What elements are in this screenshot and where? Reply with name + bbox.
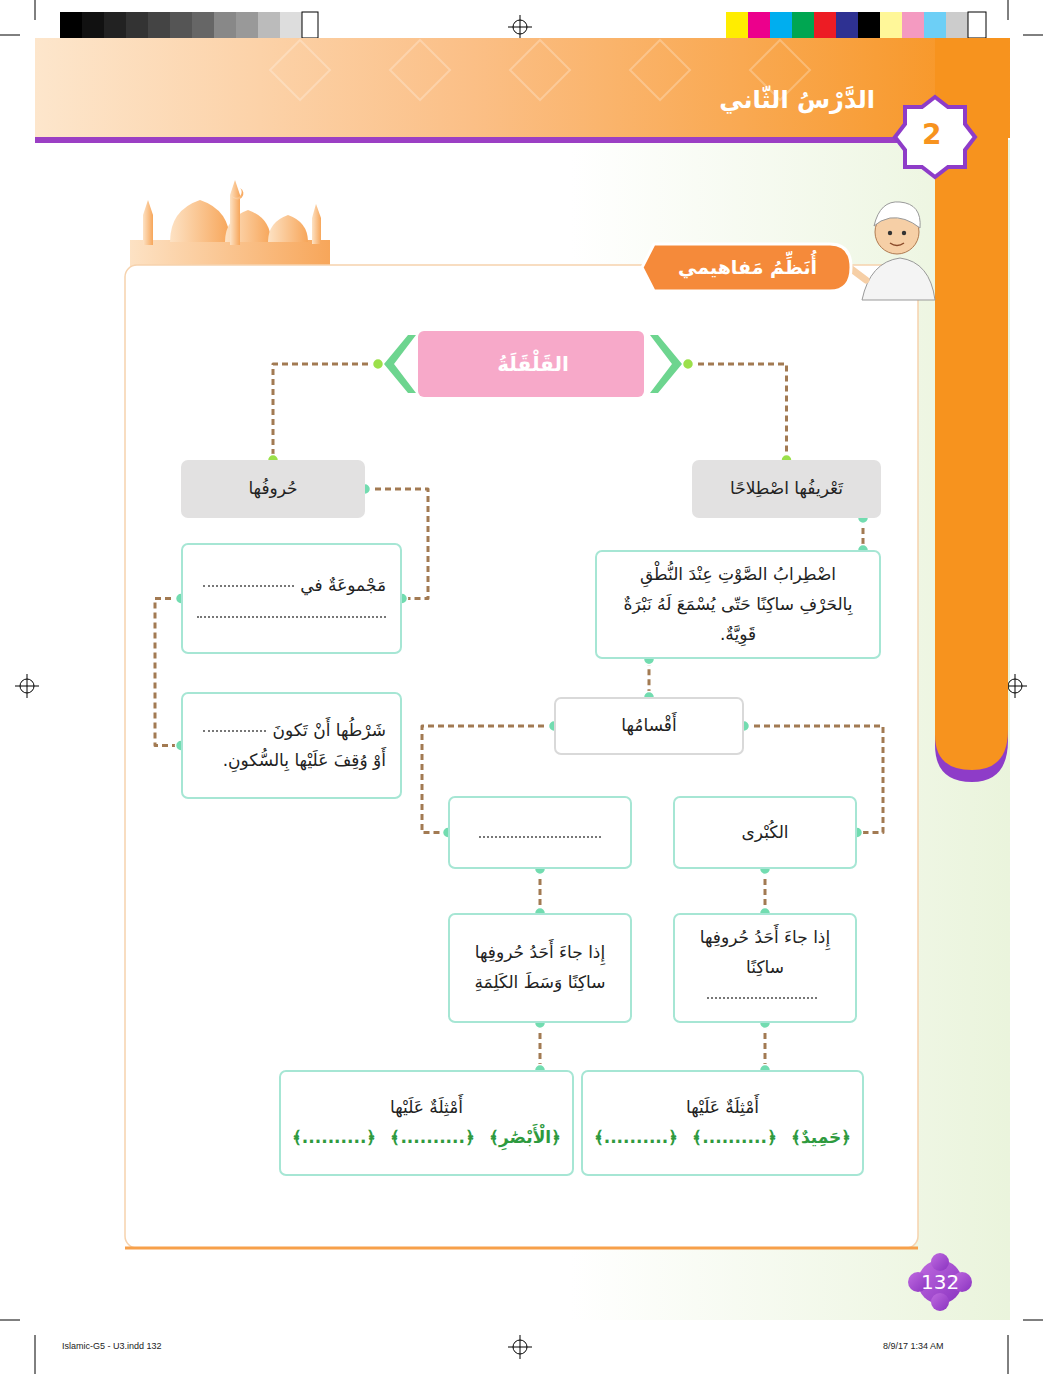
rule-box: إِذا جاءَ أَحَدُ حُروفِها ساكِنًا [673, 913, 857, 1023]
heading-box: أَقْسامُها [554, 697, 744, 755]
rule-box: إِذا جاءَ أَحَدُ حُروفِها ساكِنًا وَسَطَ… [448, 913, 632, 1023]
blank-line [197, 616, 386, 618]
connector [535, 1018, 546, 1076]
letters-box: مَجْموعَةٌ في [181, 543, 402, 654]
node-text: أَوْ وُقِفَ عَلَيْها بِالسُّكونِ. [223, 746, 386, 776]
connector [683, 359, 793, 466]
quran-word: ﴿الْأَبْصَٰرِ﴾ [489, 1123, 561, 1153]
topic-fill [418, 331, 644, 397]
connector [644, 654, 655, 703]
node-text: مَجْموعَةٌ في [300, 571, 386, 601]
node-text: إِذا جاءَ أَحَدُ حُروفِها ساكِنًا وَسَطَ… [464, 938, 616, 998]
fill-row: مَجْموعَةٌ في [197, 571, 386, 601]
quran-word: ﴿..........﴾ [292, 1123, 377, 1153]
connector [535, 864, 546, 919]
heading-box: حُروفُها [181, 460, 365, 518]
definition-box: اضْطِرابُ الصَّوْتِ عِنْدَ النُّطْقِ بِا… [595, 550, 881, 659]
connector-line [764, 1023, 767, 1070]
type-box: الكُبْرى [673, 796, 857, 869]
connector [760, 864, 771, 919]
heading-box: تَعْريفُها اصْطِلاحًا [692, 460, 881, 518]
connector-line [539, 869, 542, 913]
chevron-left [384, 335, 416, 393]
connector-line [688, 364, 787, 460]
node-text: أَقْسامُها [621, 711, 676, 741]
examples-box: أَمْثِلَةٌ عَلَيْها ﴿الْأَبْصَٰرِ﴾ ﴿......… [279, 1070, 574, 1176]
quran-word: ﴿..........﴾ [594, 1123, 679, 1153]
examples-box: أَمْثِلَةٌ عَلَيْها ﴿حَمِيدٌ﴾ ﴿..........﴾… [581, 1070, 864, 1176]
node-text: شَرْطُها أَنْ تَكونَ [272, 716, 386, 746]
examples-row: ﴿حَمِيدٌ﴾ ﴿..........﴾ ﴿..........﴾ [594, 1123, 852, 1153]
topic-text: القَلْقَلَةُ [497, 347, 569, 382]
quran-word: ﴿حَمِيدٌ﴾ [791, 1123, 851, 1153]
connector [760, 1018, 771, 1076]
connector-line [764, 869, 767, 913]
type-box [448, 796, 632, 869]
page-number: 132 [921, 1270, 959, 1294]
connector-line [155, 599, 181, 746]
quran-word: ﴿..........﴾ [390, 1123, 475, 1153]
node-text: تَعْريفُها اصْطِلاحًا [730, 474, 843, 504]
examples-heading: أَمْثِلَةٌ عَلَيْها [686, 1093, 759, 1123]
connector-dot [373, 359, 384, 370]
node-text: حُروفُها [248, 474, 297, 504]
blank-line [203, 730, 266, 732]
quran-word: ﴿..........﴾ [692, 1123, 777, 1153]
chevron-right [650, 335, 682, 393]
blank-line [479, 836, 601, 838]
fill-row: شَرْطُها أَنْ تَكونَ [197, 716, 386, 746]
lesson-title: الدَّرْسُ الثّاني [719, 86, 875, 114]
node-text: إِذا جاءَ أَحَدُ حُروفِها ساكِنًا [700, 927, 830, 977]
blank-line [203, 585, 294, 587]
print-slug: Islamic-G5 - U3.indd 132 [62, 1341, 162, 1351]
connector [268, 359, 384, 466]
lesson-number: 2 [922, 118, 941, 151]
section-banner: أُنَظِّمُ مَفاهيمي [640, 240, 855, 295]
connector-dot [683, 359, 694, 370]
text-line: إِذا جاءَ أَحَدُ حُروفِها ساكِنًا [689, 923, 841, 1012]
connector-line [273, 364, 378, 460]
node-text: اضْطِرابُ الصَّوْتِ عِنْدَ النُّطْقِ بِا… [611, 560, 865, 649]
examples-row: ﴿الْأَبْصَٰرِ﴾ ﴿..........﴾ ﴿..........﴾ [292, 1123, 561, 1153]
node-text: الكُبْرى [741, 818, 788, 848]
banner-outline [642, 244, 851, 291]
condition-box: شَرْطُها أَنْ تَكونَأَوْ وُقِفَ عَلَيْها… [181, 692, 402, 799]
banner-text: أُنَظِّمُ مَفاهيمي [678, 251, 817, 284]
topic-box: القَلْقَلَةُ [378, 331, 688, 397]
blank-line [707, 997, 817, 999]
print-date: 8/9/17 1:34 AM [883, 1341, 944, 1351]
text-row: أَوْ وُقِفَ عَلَيْها بِالسُّكونِ. [197, 746, 386, 776]
connector-line [539, 1023, 542, 1070]
examples-heading: أَمْثِلَةٌ عَلَيْها [390, 1093, 463, 1123]
